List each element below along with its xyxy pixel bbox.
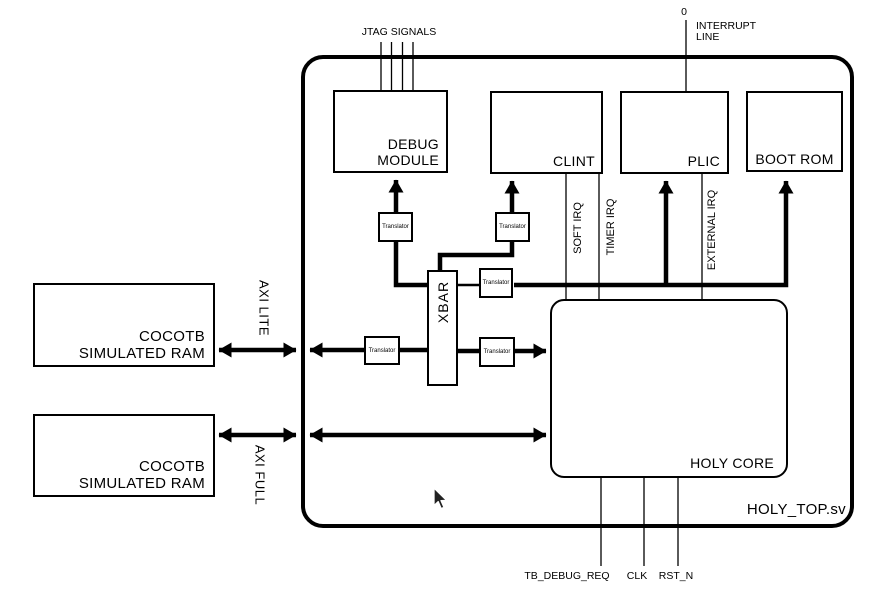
mouse-cursor: [433, 487, 448, 510]
ram-lite-label-line1: COCOTB: [139, 328, 205, 345]
boot-rom-label: BOOT ROM: [755, 151, 834, 167]
jtag-signals-label: JTAG SIGNALS: [361, 26, 437, 38]
interrupt-line-label-line2: LINE: [696, 31, 720, 43]
translator-label: Translator: [499, 224, 526, 230]
core-bottom-wires: [600, 478, 679, 566]
translator-clint: Translator: [495, 212, 530, 242]
rst-n-label: RST_N: [658, 570, 694, 582]
external-irq-label: EXTERNAL IRQ: [706, 189, 718, 271]
clk-label: CLK: [626, 570, 648, 582]
boot-rom-block: BOOT ROM: [746, 91, 843, 172]
ram-lite-label-line2: SIMULATED RAM: [78, 345, 205, 362]
translator-periph: Translator: [479, 268, 513, 298]
translator-label: Translator: [368, 347, 396, 354]
translator-debug: Translator: [378, 212, 413, 242]
holy-core-label: HOLY CORE: [690, 455, 774, 471]
tb-debug-req-label: TB_DEBUG_REQ: [524, 570, 610, 582]
plic-label: PLIC: [687, 153, 720, 169]
irq-wires: [565, 174, 703, 300]
soft-irq-label: SOFT IRQ: [572, 202, 584, 254]
cocotb-ram-axi-full-block: COCOTB SIMULATED RAM: [33, 414, 215, 497]
ram-full-label-line2: SIMULATED RAM: [78, 475, 205, 492]
bus-wires: [218, 179, 794, 443]
cocotb-ram-axi-lite-block: COCOTB SIMULATED RAM: [33, 283, 215, 367]
holy-core-block: HOLY CORE: [550, 299, 788, 478]
translator-axi-lite-left: Translator: [364, 336, 400, 365]
clint-label: CLINT: [553, 153, 595, 169]
debug-module-block: DEBUG MODULE: [333, 90, 448, 173]
interrupt-line-label: INTERRUPT LINE: [696, 21, 756, 43]
xbar-block: XBAR: [427, 270, 458, 386]
translator3-to-bootrom-arrow: [514, 180, 794, 288]
translator-label: Translator: [382, 224, 409, 230]
debug-module-label-line2: MODULE: [377, 152, 439, 168]
axi-lite-label: AXI LITE: [256, 279, 272, 337]
holy-top-container: [301, 55, 854, 528]
translator1-to-xbar: [393, 240, 427, 288]
axi-full-label: AXI FULL: [252, 444, 268, 506]
holy-top-label: HOLY_TOP.sv: [746, 501, 846, 518]
xbar-label: XBAR: [434, 280, 451, 324]
jtag-lines: [380, 42, 414, 91]
translator-label: Translator: [483, 349, 511, 355]
ram-full-label-line1: COCOTB: [139, 458, 205, 475]
clint-block: CLINT: [490, 91, 603, 174]
translator-axi-lite-right: Translator: [479, 337, 515, 367]
debug-module-label-line1: DEBUG: [387, 136, 439, 152]
timer-irq-label: TIMER IRQ: [605, 198, 617, 256]
interrupt-index-label: 0: [681, 6, 687, 18]
interrupt-line-label-line1: INTERRUPT: [696, 20, 757, 32]
translator-label: Translator: [482, 280, 510, 286]
translator2-to-xbar: [437, 240, 515, 271]
plic-block: PLIC: [620, 91, 729, 174]
